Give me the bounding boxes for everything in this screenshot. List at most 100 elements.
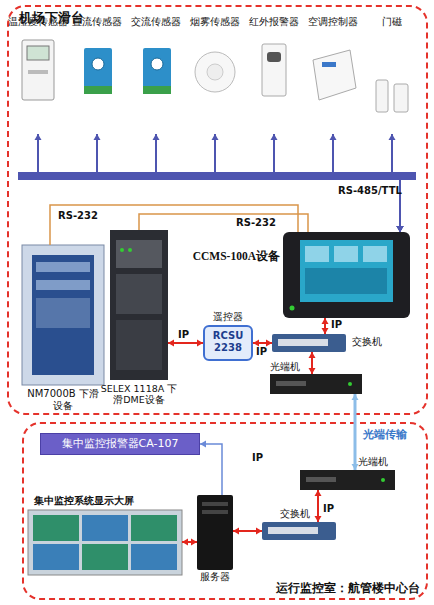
rack-cabinet (110, 230, 168, 380)
rack-unit (116, 274, 162, 314)
alarm-box: 集中监控报警器CA-107 (40, 433, 200, 455)
connector-line (50, 205, 298, 245)
rack-panel (32, 255, 94, 375)
rack-unit (36, 280, 90, 290)
arrow-head (397, 226, 404, 232)
connector-label: IP (331, 319, 342, 331)
connector-line (274, 134, 400, 232)
connector-line (354, 394, 357, 470)
connector-line (324, 318, 326, 334)
device-label: 遥控器 (198, 311, 258, 323)
display-wall: 集中监控系统显示大屏 (28, 510, 182, 575)
sensor-node: 空调控制器 (305, 16, 361, 134)
arrow-head (330, 134, 337, 140)
ccms-tile (363, 246, 387, 262)
connector (352, 394, 359, 470)
device-label: 光端机 (270, 361, 320, 373)
connector-label: IP (256, 346, 267, 358)
connector (200, 441, 222, 496)
optical-terminal-led (381, 478, 385, 482)
ccms-tile (305, 246, 329, 262)
connector (168, 340, 203, 347)
switch-ports (268, 527, 318, 534)
ccms-screen (300, 240, 393, 302)
switch-body (262, 522, 336, 540)
region-title: 运行监控室：航管楼中心台 (194, 581, 420, 595)
device-label: 光端机 (358, 456, 398, 468)
server-device: 服务器 (197, 495, 233, 570)
ccms-tile (334, 246, 358, 262)
arrow-head (315, 516, 322, 522)
device-label: CCMS-100A设备 (188, 250, 280, 264)
arrow-head (253, 340, 259, 347)
connector-line (215, 134, 400, 232)
arrow-head (397, 226, 404, 232)
arrow-head (352, 464, 359, 470)
controller-body (313, 50, 356, 100)
connector-line (317, 490, 319, 522)
connector (322, 318, 329, 334)
ccms-led (290, 306, 295, 311)
arrow-head (309, 352, 316, 358)
connector-label: RS-232 (236, 217, 276, 229)
device-label: 交换机 (352, 336, 396, 348)
rack-led (120, 248, 124, 252)
arrow-head (389, 134, 396, 140)
arrow-head (397, 226, 404, 232)
sensor-node: 交流传感器 (128, 16, 184, 134)
controller-mark (322, 62, 336, 67)
arrow-head (397, 226, 404, 232)
connector-line (139, 214, 308, 232)
sensor-body (22, 40, 54, 100)
connector-label: IP (178, 329, 189, 341)
door-contact (376, 80, 388, 112)
arrow-head (191, 539, 197, 546)
sensor-node: 红外报警器 (246, 16, 302, 134)
arrow-head (397, 226, 404, 232)
device-label: 服务器 (190, 571, 240, 583)
connector-line (200, 444, 222, 495)
rack-led (128, 248, 132, 252)
arrow-head (266, 340, 272, 347)
arrow-head (35, 134, 42, 140)
door-magnet (394, 84, 408, 112)
connector-label: IP (323, 503, 334, 515)
arrow-head (309, 368, 316, 374)
arrow-head (256, 528, 262, 535)
connector (50, 205, 298, 245)
rack-unit (116, 240, 162, 268)
device-label: 交换机 (280, 508, 330, 520)
sensor-node: 温湿度传感器 (10, 16, 66, 134)
connector (309, 352, 316, 374)
arrow-head (197, 340, 203, 347)
smoke-detector-center (207, 64, 223, 80)
arrow-head (322, 318, 329, 324)
sensor-terminal (84, 86, 112, 94)
connector-line (156, 134, 400, 232)
optical-terminal-slot (306, 477, 336, 482)
connector-line (392, 134, 400, 232)
connector (212, 134, 404, 232)
sensor-label: 空调控制器 (301, 16, 365, 27)
sensor-label: 直流传感器 (65, 16, 129, 27)
sensor-node: 直流传感器 (69, 16, 125, 134)
arrow-head (153, 134, 160, 140)
arrow-head (212, 134, 219, 140)
infrared-window (267, 52, 281, 62)
arrow-head (397, 226, 404, 232)
sensor-label: 门磁 (360, 16, 424, 27)
connector (389, 134, 404, 232)
connector-label: RS-232 (58, 210, 98, 222)
connector-line (233, 530, 262, 532)
connector (271, 134, 404, 232)
server-tower (197, 495, 233, 570)
free-label: IP (252, 452, 263, 464)
rack-device: NM7000B 下滑设备 (22, 245, 104, 385)
connector-line (311, 352, 313, 374)
connector (253, 340, 272, 347)
optical-terminal: 光端机 (300, 470, 395, 490)
connector (153, 134, 404, 232)
sensor-label: 交流传感器 (124, 16, 188, 27)
rack-cabinet (22, 245, 104, 385)
